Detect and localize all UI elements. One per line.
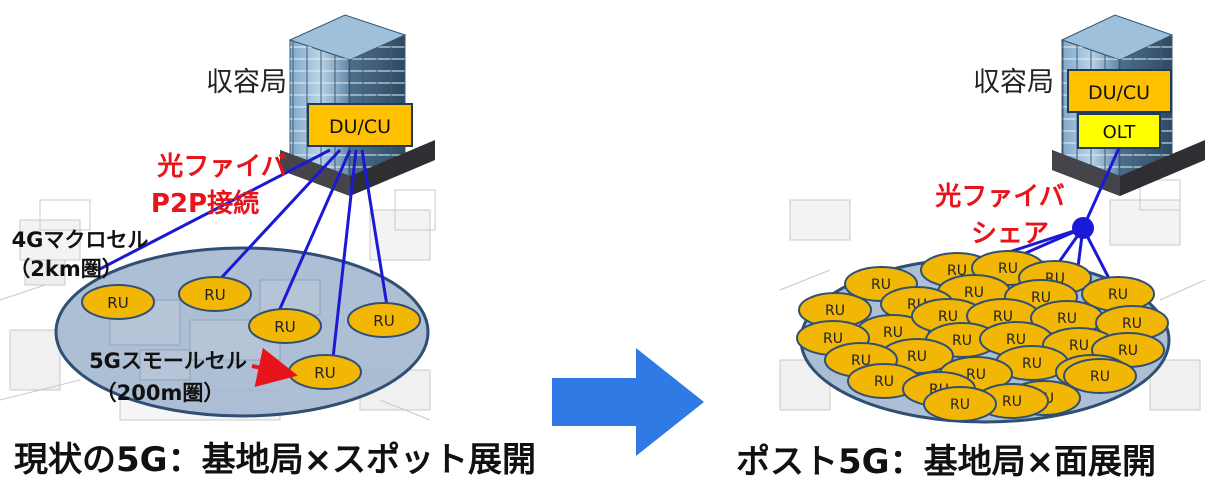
building-label: 収容局 (206, 67, 287, 98)
small-cell-label-line2: （200m圏） (96, 381, 225, 405)
ru-cell (347, 302, 421, 338)
ru-label: RU (851, 353, 871, 369)
ru-label: RU (874, 374, 894, 390)
du-cu-box (1067, 69, 1172, 113)
fiber-lines (97, 148, 390, 359)
ru-cell (1063, 358, 1137, 394)
ru-label: RU (1002, 394, 1022, 410)
ru-label: RU (823, 331, 843, 347)
macro-cell-label-line2: （2km圏） (9, 257, 122, 281)
ru-label: RU (998, 261, 1018, 277)
transition-arrow-icon (552, 348, 704, 456)
fiber-label-line1: 光ファイバ (156, 152, 286, 182)
small-cell-label-line1: 5Gスモールセル (89, 349, 247, 373)
building-label: 収容局 (973, 67, 1054, 98)
ru-label: RU (871, 277, 891, 293)
ru-label: RU (950, 397, 970, 413)
left-caption: 現状の5G：基地局×スポット展開 (14, 440, 537, 480)
ru-label: RU (1057, 311, 1077, 327)
ru-cell (178, 276, 252, 312)
olt-label: OLT (1103, 122, 1137, 143)
du-cu-label: DU/CU (329, 116, 391, 138)
ru-label: RU (1108, 287, 1128, 303)
ru-label: RU (938, 309, 958, 325)
ru-cells-left: RU RU RU RU RU (81, 276, 421, 390)
ru-label: RU (274, 318, 295, 336)
ru-label: RU (907, 349, 927, 365)
ru-label: RU (966, 367, 986, 383)
ru-label: RU (1122, 316, 1142, 332)
fiber-label-line2: P2P接続 (151, 188, 259, 219)
ru-label: RU (825, 303, 845, 319)
ru-cell (923, 386, 997, 422)
right-caption: ポスト5G：基地局×面展開 (736, 442, 1157, 482)
ru-label: RU (1118, 343, 1138, 359)
ru-label: RU (993, 309, 1013, 325)
ru-label: RU (107, 294, 128, 312)
du-cu-label: DU/CU (1088, 82, 1150, 104)
ru-label: RU (1069, 338, 1089, 354)
macro-cell-label-line1: 4Gマクロセル (12, 228, 149, 252)
ru-cell (81, 284, 155, 320)
splitter-node-icon (1072, 217, 1094, 239)
ru-label: RU (373, 312, 394, 330)
ru-label: RU (1006, 332, 1026, 348)
du-cu-box (307, 103, 413, 147)
ru-label: RU (1090, 369, 1110, 385)
ru-label: RU (964, 285, 984, 301)
fiber-label-line2: シェア (971, 219, 1049, 249)
ru-label: RU (883, 325, 903, 341)
small-cell-pointer-arrow (251, 347, 298, 387)
ru-cell (248, 308, 322, 344)
ru-label: RU (1022, 356, 1042, 372)
ru-label: RU (314, 364, 335, 382)
ru-label: RU (1031, 290, 1051, 306)
ru-label: RU (204, 286, 225, 304)
city-background (779, 179, 1206, 411)
fiber-label-line1: 光ファイバ (934, 182, 1064, 212)
left-panel: DU/CU 収容局 RU RU RU RU RU 光ファイバ P2P接続 4Gマ… (0, 14, 436, 421)
ru-label: RU (952, 333, 972, 349)
